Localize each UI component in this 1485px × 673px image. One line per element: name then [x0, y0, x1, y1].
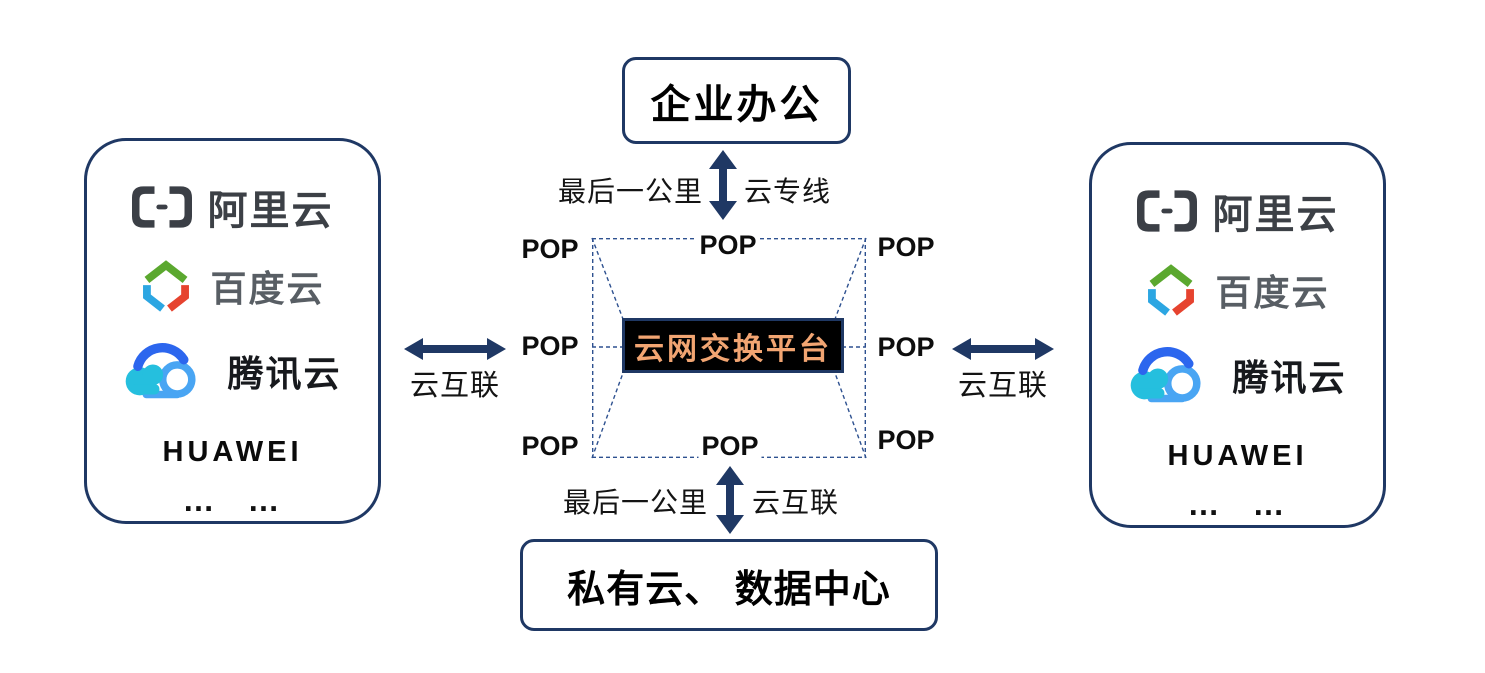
bottom-double-arrow-icon	[716, 466, 744, 534]
provider-name-tencent: 腾讯云	[1232, 357, 1347, 398]
provider-name-alibaba: 阿里云	[207, 189, 334, 233]
provider-row-baidu: 百度云	[1145, 261, 1329, 319]
top-link-cloud-line-label: 云专线	[744, 176, 832, 207]
pop-label-bottom-right: POP	[874, 425, 938, 456]
provider-row-baidu: 百度云	[140, 257, 324, 315]
baidu-cloud-logo-icon	[1148, 264, 1195, 316]
provider-name-tencent: 腾讯云	[227, 353, 342, 394]
baidu-cloud-logo-icon	[143, 260, 190, 312]
right-double-arrow-icon	[952, 338, 1054, 360]
enterprise-office-label: 企业办公	[650, 82, 823, 127]
provider-row-more: … …	[1187, 486, 1288, 523]
more-providers-ellipsis: … …	[1187, 486, 1288, 523]
cloud-providers-box-left: 阿里云 百度云 腾讯云 HUAWEI … …	[84, 138, 381, 524]
provider-name-huawei: HUAWEI	[162, 435, 303, 468]
provider-row-more: … …	[182, 482, 283, 519]
private-cloud-datacenter-label: 私有云、 数据中心	[567, 568, 891, 611]
provider-name-baidu: 百度云	[1215, 272, 1330, 313]
left-link-cloud-interconnect-label: 云互联	[410, 370, 501, 402]
pop-label-middle-right: POP	[874, 332, 938, 363]
right-link-cloud-interconnect-label: 云互联	[958, 370, 1049, 402]
cloud-providers-box-right: 阿里云 百度云 腾讯云 HUAWEI … …	[1089, 142, 1386, 528]
enterprise-office-node: 企业办公	[622, 57, 851, 144]
pop-label-bottom-center: POP	[698, 431, 762, 462]
provider-name-alibaba: 阿里云	[1212, 193, 1339, 237]
provider-name-huawei: HUAWEI	[1167, 439, 1308, 472]
provider-row-alibaba: 阿里云	[1136, 187, 1339, 237]
more-providers-ellipsis: … …	[182, 482, 283, 519]
provider-name-baidu: 百度云	[210, 268, 325, 309]
alibaba-cloud-logo-icon	[131, 186, 192, 228]
pop-label-bottom-left: POP	[518, 431, 582, 462]
tencent-cloud-logo-icon	[1131, 347, 1202, 403]
alibaba-cloud-logo-icon	[1136, 190, 1197, 232]
bottom-link-last-mile-label: 最后一公里	[562, 487, 708, 518]
cloud-exchange-platform-label: 云网交换平台	[634, 332, 832, 366]
provider-row-tencent: 腾讯云	[1128, 345, 1346, 405]
provider-row-huawei: HUAWEI	[1168, 439, 1308, 473]
pop-label-top-left: POP	[518, 234, 582, 265]
top-double-arrow-icon	[709, 150, 737, 220]
left-double-arrow-icon	[404, 338, 506, 360]
private-cloud-datacenter-node: 私有云、 数据中心	[520, 539, 938, 631]
provider-row-tencent: 腾讯云	[123, 341, 341, 401]
provider-row-alibaba: 阿里云	[131, 183, 334, 233]
pop-label-top-right: POP	[874, 232, 938, 263]
pop-label-top-center: POP	[696, 230, 760, 261]
provider-row-huawei: HUAWEI	[163, 435, 303, 469]
cloud-exchange-platform-node: 云网交换平台	[622, 318, 844, 373]
top-link-last-mile-label: 最后一公里	[557, 176, 703, 207]
pop-label-middle-left: POP	[518, 331, 582, 362]
bottom-link-cloud-interconnect-label: 云互联	[752, 487, 840, 518]
tencent-cloud-logo-icon	[126, 343, 197, 399]
